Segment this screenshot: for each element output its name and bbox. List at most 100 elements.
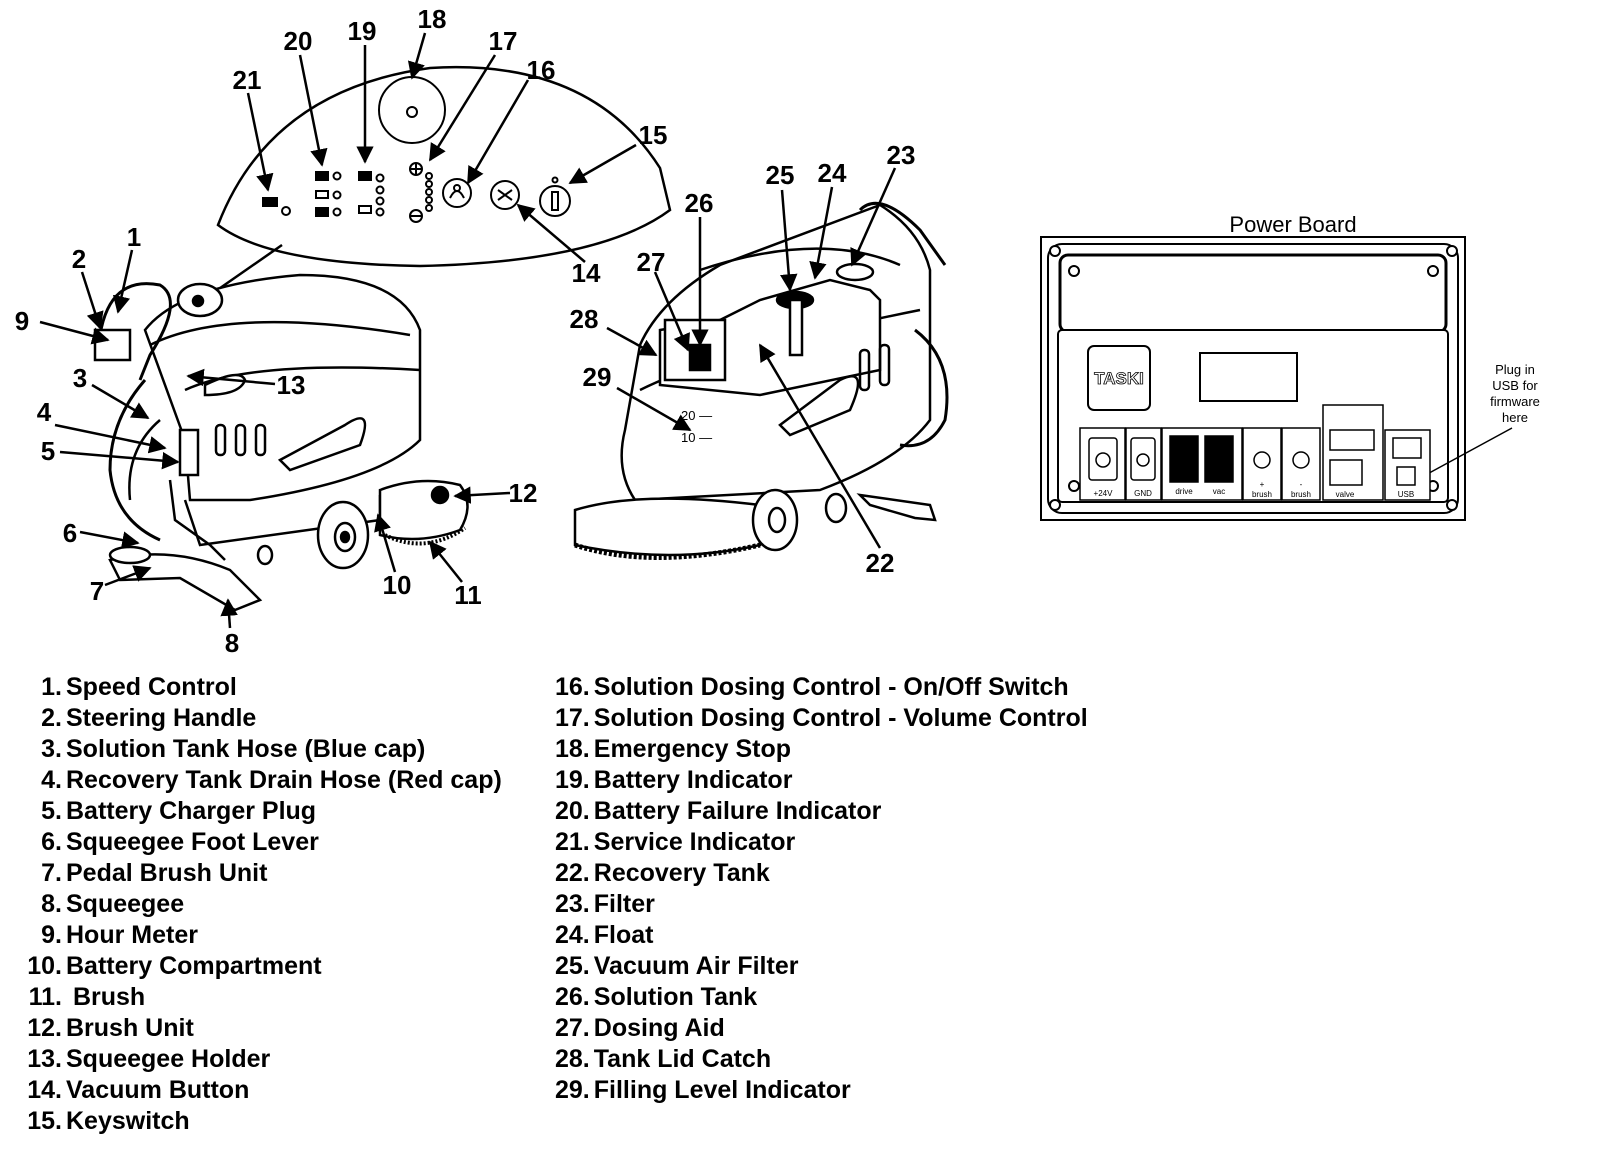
- svg-text:20 —: 20 —: [681, 408, 712, 423]
- power-board-title: Power Board: [1229, 212, 1356, 237]
- legend-number: 26.: [555, 983, 590, 1011]
- connector-label: brush: [1252, 490, 1272, 499]
- service-indicator-icon: [262, 197, 291, 216]
- callout-number: 1: [127, 222, 141, 252]
- legend-number: 3.: [41, 735, 62, 763]
- usb-note-line: firmware: [1490, 394, 1540, 409]
- callout-number: 23: [887, 140, 916, 170]
- connector-label: brush: [1291, 490, 1311, 499]
- legend-item: 9.Hour Meter: [22, 920, 542, 951]
- callout-number: 11: [454, 580, 482, 610]
- legend-label: Brush: [66, 983, 146, 1011]
- callout-number: 10: [383, 570, 412, 600]
- callout-number: 26: [685, 188, 714, 218]
- legend-item: 1.Speed Control: [22, 672, 542, 703]
- legend-label: Battery Compartment: [66, 952, 322, 980]
- callout-number: 16: [527, 55, 556, 85]
- legend-number: 14.: [27, 1076, 62, 1104]
- legend-number: 22.: [555, 859, 590, 887]
- legend-right-column: 16.Solution Dosing Control - On/Off Swit…: [555, 672, 1175, 1106]
- battery-indicator-icon: [358, 171, 385, 217]
- callout-arrows: [39, 32, 897, 629]
- callout-number: 4: [37, 397, 52, 427]
- legend-number: 18.: [555, 735, 590, 763]
- legend-number: 19.: [555, 766, 590, 794]
- legend-item: 4.Recovery Tank Drain Hose (Red cap): [22, 765, 542, 796]
- legend-item: 5.Battery Charger Plug: [22, 796, 542, 827]
- legend-number: 29.: [555, 1076, 590, 1104]
- scrubber-machine-rear-view: 20 — 10 —: [573, 201, 949, 560]
- legend-number: 8.: [41, 890, 62, 918]
- vacuum-button-icon[interactable]: [490, 180, 520, 210]
- legend-label: Recovery Tank Drain Hose (Red cap): [66, 766, 502, 794]
- callout-number: 19: [348, 16, 377, 46]
- legend-item: 11. Brush: [22, 982, 542, 1013]
- legend-number: 1.: [41, 673, 62, 701]
- legend-number: 4.: [41, 766, 62, 794]
- control-panel: [216, 65, 672, 268]
- power-board: Power Board TASKI Plug in USB for firmwa…: [1040, 212, 1540, 521]
- connector-label: -: [1300, 480, 1303, 489]
- legend-item: 17.Solution Dosing Control - Volume Cont…: [555, 703, 1175, 734]
- legend-item: 21.Service Indicator: [555, 827, 1175, 858]
- legend-label: Emergency Stop: [593, 735, 792, 763]
- connector-label: GND: [1134, 489, 1152, 498]
- legend-item: 18.Emergency Stop: [555, 734, 1175, 765]
- legend-item: 19.Battery Indicator: [555, 765, 1175, 796]
- legend-item: 15.Keyswitch: [22, 1106, 542, 1137]
- legend-number: 6.: [41, 828, 62, 856]
- legend-number: 24.: [555, 921, 590, 949]
- callout-number: 3: [73, 363, 87, 393]
- callout-number: 14: [572, 258, 601, 288]
- callout-number: 27: [637, 247, 666, 277]
- connector-label: vac: [1213, 487, 1225, 496]
- legend-item: 12.Brush Unit: [22, 1013, 542, 1044]
- keyswitch-icon[interactable]: [539, 176, 571, 217]
- legend-label: Tank Lid Catch: [593, 1045, 772, 1073]
- legend-label: Recovery Tank: [593, 859, 770, 887]
- callout-number: 24: [818, 158, 847, 188]
- callout-number: 2: [72, 244, 86, 274]
- legend-item: 10.Battery Compartment: [22, 951, 542, 982]
- legend-label: Vacuum Air Filter: [593, 952, 799, 980]
- callout-number: 5: [41, 436, 55, 466]
- callout-number: 13: [277, 370, 306, 400]
- legend-label: Keyswitch: [66, 1107, 190, 1135]
- legend-label: Solution Dosing Control - Volume Control: [593, 704, 1088, 732]
- callout-number: 17: [489, 26, 518, 56]
- callout-number: 21: [233, 65, 262, 95]
- legend-label: Squeegee Foot Lever: [66, 828, 319, 856]
- legend-item: 6.Squeegee Foot Lever: [22, 827, 542, 858]
- legend-number: 11.: [28, 983, 62, 1011]
- legend-label: Hour Meter: [66, 921, 198, 949]
- svg-text:TASKI: TASKI: [1094, 369, 1144, 388]
- usb-note-line: USB for: [1492, 378, 1538, 393]
- callout-number: 9: [15, 306, 29, 336]
- usb-note-line: here: [1502, 410, 1528, 425]
- callout-number: 12: [509, 478, 538, 508]
- legend-number: 25.: [555, 952, 590, 980]
- legend-label: Float: [593, 921, 654, 949]
- callout-number: 22: [866, 548, 895, 578]
- dosing-on-off-switch-icon[interactable]: [442, 178, 472, 208]
- machine-diagram: 20 — 10 — Power Board TASKI: [15, 4, 1540, 658]
- callout-number: 8: [225, 628, 239, 658]
- legend-label: Battery Failure Indicator: [593, 797, 882, 825]
- legend-label: Solution Tank Hose (Blue cap): [66, 735, 426, 763]
- legend-number: 2.: [41, 704, 62, 732]
- legend-item: 28.Tank Lid Catch: [555, 1044, 1175, 1075]
- legend-item: 27.Dosing Aid: [555, 1013, 1175, 1044]
- legend-number: 28.: [555, 1045, 590, 1073]
- legend-left-column: 1.Speed Control 2.Steering Handle 3.Solu…: [22, 672, 542, 1137]
- svg-text:10 —: 10 —: [681, 430, 712, 445]
- legend-label: Dosing Aid: [593, 1014, 725, 1042]
- taski-logo: TASKI: [1087, 345, 1151, 411]
- callout-number: 25: [766, 160, 795, 190]
- connector-label: USB: [1398, 490, 1414, 499]
- legend-item: 3.Solution Tank Hose (Blue cap): [22, 734, 542, 765]
- legend-label: Vacuum Button: [66, 1076, 250, 1104]
- legend-item: 2.Steering Handle: [22, 703, 542, 734]
- legend-label: Steering Handle: [66, 704, 257, 732]
- legend-label: Service Indicator: [593, 828, 796, 856]
- legend-label: Filter: [593, 890, 655, 918]
